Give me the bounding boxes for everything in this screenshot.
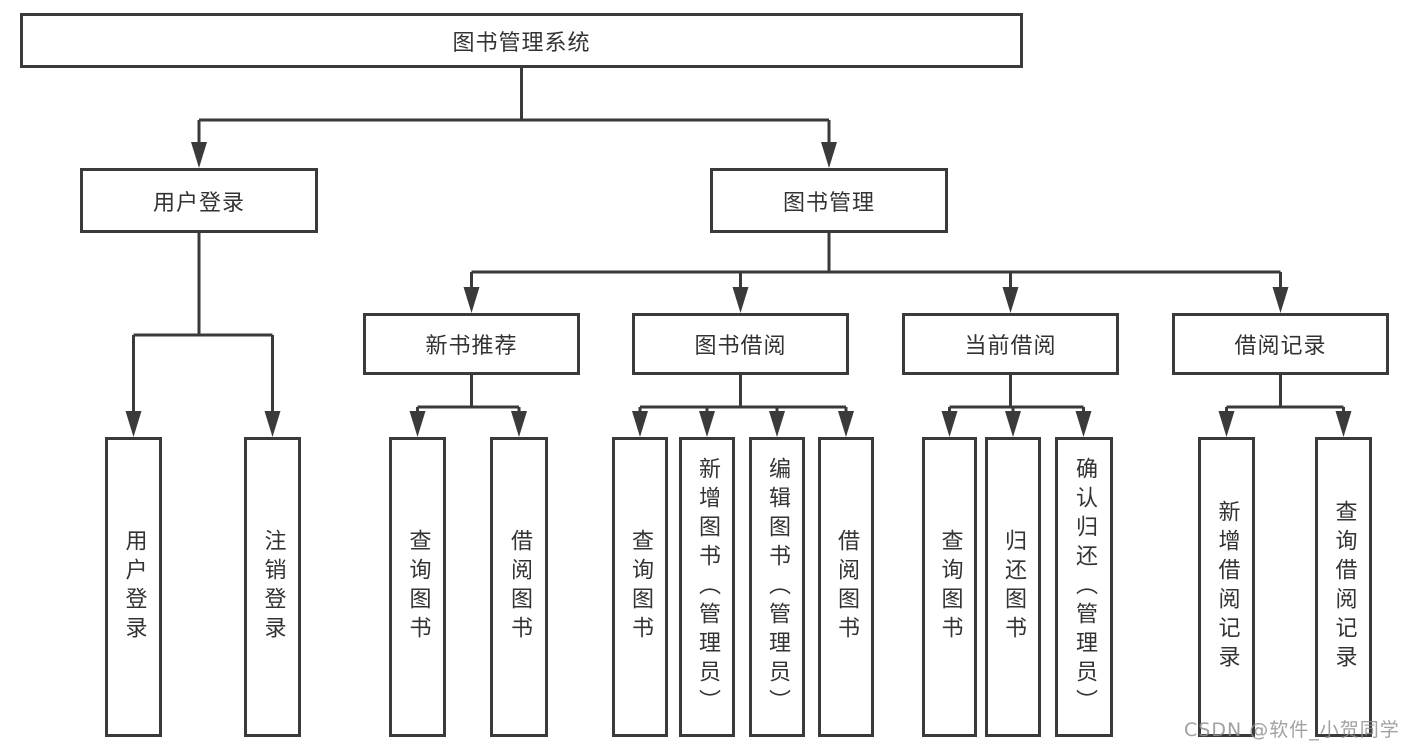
leaf-query-books-recommend: 查询图书 — [389, 437, 446, 737]
leaf-query-books-current: 查询图书 — [922, 437, 977, 737]
leaf-query-books-borrow: 查询图书 — [612, 437, 668, 737]
leaf-borrow-books: 借阅图书 — [818, 437, 874, 737]
node-new-book-recommend: 新书推荐 — [363, 313, 580, 375]
leaf-add-book-admin: 新增图书（管理员） — [679, 437, 735, 737]
node-current-borrow: 当前借阅 — [902, 313, 1119, 375]
leaf-user-login: 用户登录 — [105, 437, 162, 737]
connector-paths — [132, 68, 1345, 415]
csdn-watermark: CSDN @软件_小贺同学 — [1184, 719, 1400, 741]
node-user-login: 用户登录 — [80, 168, 318, 233]
leaf-edit-book-admin: 编辑图书（管理员） — [749, 437, 805, 737]
leaf-borrow-books-recommend: 借阅图书 — [490, 437, 548, 737]
leaf-return-book: 归还图书 — [985, 437, 1041, 737]
leaf-logout: 注销登录 — [244, 437, 301, 737]
node-borrow-records: 借阅记录 — [1172, 313, 1389, 375]
connector-arrowheads — [125, 142, 1352, 437]
leaf-confirm-return-admin: 确认归还（管理员） — [1055, 437, 1113, 737]
node-book-management: 图书管理 — [710, 168, 948, 233]
leaf-add-borrow-record: 新增借阅记录 — [1198, 437, 1255, 737]
leaf-query-borrow-record: 查询借阅记录 — [1315, 437, 1372, 737]
node-book-borrow: 图书借阅 — [632, 313, 849, 375]
node-root-library-system: 图书管理系统 — [20, 13, 1023, 68]
